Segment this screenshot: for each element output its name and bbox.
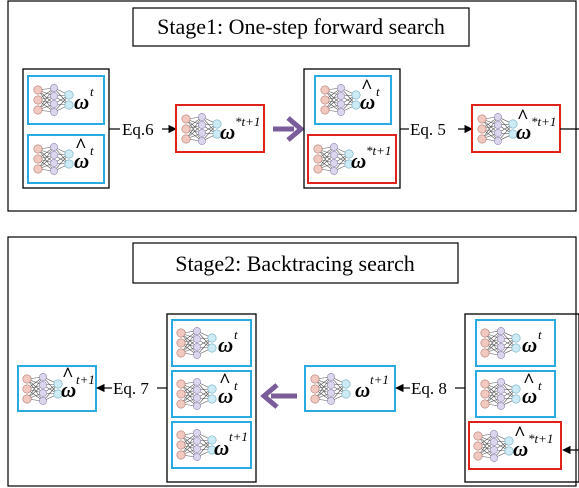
network-icon (33, 143, 74, 175)
node-superscript: *t+1 (528, 431, 553, 446)
node-symbol: ω (61, 378, 76, 402)
network-icon (313, 143, 354, 175)
hat-mark: ^ (62, 364, 74, 386)
stage2-right-node-w-hat-t: ω ^ t (475, 370, 556, 418)
stage1-middle-node-w-star: ω *t+1 (307, 134, 397, 184)
stage2-left-node-w-hat-t: ω ^ t (171, 370, 252, 418)
hat-mark: ^ (514, 423, 526, 445)
stage2-right-node-w-hat-star: ω ^ *t+1 (468, 421, 562, 470)
stage2-frame (7, 236, 577, 487)
stage2-left-group (166, 313, 257, 483)
network-icon (310, 373, 351, 405)
stage1-node-w-hat-t: ω ^ t (27, 134, 105, 184)
hat-mark: ^ (219, 370, 231, 392)
node-superscript: *t+1 (235, 114, 260, 129)
stage2-left-node-w-t: ω t (171, 319, 252, 367)
stage1-title: Stage1: One-step forward search (157, 14, 445, 39)
node-superscript: t (90, 143, 94, 158)
node-symbol: ω (74, 149, 89, 173)
network-icon (477, 113, 518, 145)
hat-mark: ^ (523, 370, 535, 392)
stage2-title: Stage2: Backtracing search (175, 251, 414, 276)
stage2-eq-b: Eq. 8 (411, 379, 447, 398)
hat-mark: ^ (75, 135, 87, 157)
network-icon (176, 429, 217, 461)
node-symbol: ω (218, 384, 233, 408)
node-superscript: t (234, 327, 238, 342)
node-symbol: ω (522, 384, 537, 408)
stage1-node-w-star: ω *t+1 (175, 104, 265, 153)
stage2-left-node-w-t1: ω t+1 (171, 421, 252, 469)
node-symbol: ω (513, 437, 528, 461)
node-superscript: t (234, 378, 238, 393)
network-icon (480, 378, 521, 410)
node-symbol: ω (220, 120, 235, 144)
stage1-node-w-hat-star: ω ^ *t+1 (471, 104, 561, 153)
node-superscript: t (376, 84, 380, 99)
node-superscript: t+1 (76, 372, 95, 387)
stage2-title-box (132, 242, 459, 284)
stage1-node-w-t: ω t (27, 75, 105, 125)
node-symbol: ω (214, 436, 229, 460)
node-superscript: t (538, 327, 542, 342)
node-symbol: ω (355, 378, 370, 402)
node-symbol: ω (522, 333, 537, 357)
stage2-node-w-hat-t1: ω ^ t+1 (17, 364, 97, 412)
stage2-eq-a: Eq. 7 (113, 379, 149, 398)
network-icon (176, 327, 217, 359)
network-icon (480, 327, 521, 359)
node-symbol: ω (351, 149, 366, 173)
stage2-panel: Stage2: Backtracing search ω ^ t+1 Eq. 7… (7, 236, 579, 487)
network-icon (320, 84, 361, 116)
network-icon (473, 430, 514, 462)
stage1-middle-node-w-hat-t: ω ^ t (314, 75, 392, 125)
node-superscript: t+1 (229, 429, 248, 444)
network-icon (176, 378, 217, 410)
node-symbol: ω (360, 90, 375, 114)
stage1-frame (7, 0, 577, 212)
network-icon (22, 373, 63, 405)
stage2-right-node-w-t: ω t (475, 319, 556, 367)
stage1-panel: Stage1: One-step forward search ω t ω ^ … (7, 0, 579, 212)
stage1-title-box (132, 7, 470, 47)
node-superscript: t (538, 378, 542, 393)
node-symbol: ω (516, 120, 531, 144)
network-icon (33, 84, 74, 116)
node-superscript: *t+1 (366, 143, 391, 158)
node-symbol: ω (218, 333, 233, 357)
network-icon (181, 113, 222, 145)
stage1-eq-b: Eq. 5 (410, 120, 446, 139)
stage1-eq-a: Eq.6 (122, 120, 154, 139)
stage2-right-group (464, 313, 579, 483)
node-superscript: t+1 (370, 372, 389, 387)
hat-mark: ^ (361, 76, 373, 98)
hat-mark: ^ (517, 106, 529, 128)
node-superscript: *t+1 (531, 114, 556, 129)
node-superscript: t (90, 84, 94, 99)
stage2-node-w-t1: ω t+1 (304, 365, 396, 412)
node-symbol: ω (74, 90, 89, 114)
